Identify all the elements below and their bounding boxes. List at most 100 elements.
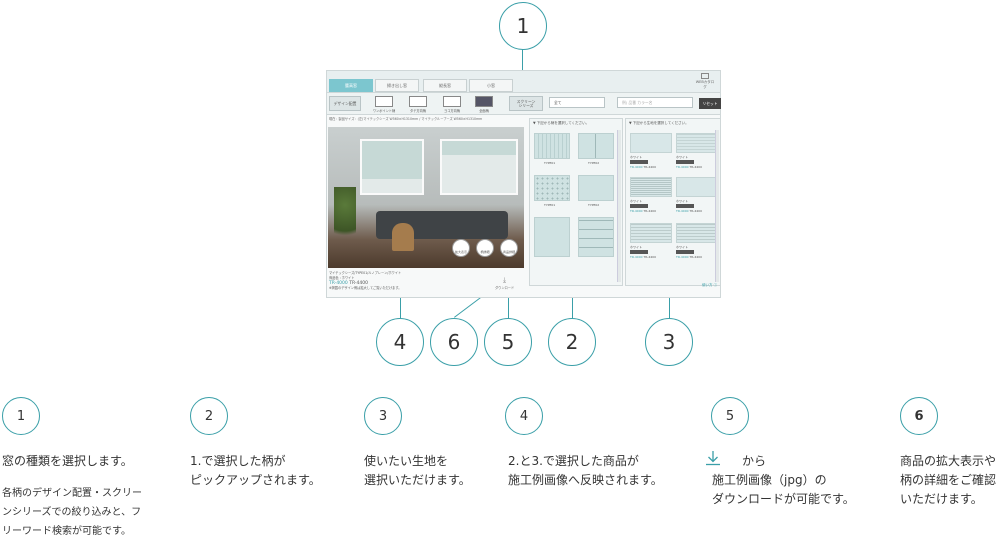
fabric-swatch[interactable] — [630, 223, 672, 243]
callout-4-line — [400, 286, 401, 318]
fabric-code: TR-4000 TR-4400 — [630, 209, 656, 213]
pattern-swatch[interactable] — [578, 217, 614, 257]
step-1-subtext: 各柄のデザイン配置・スクリー ンシリーズでの絞り込みと、フ リーワード検索が可能… — [2, 488, 142, 536]
callout-6: 6 — [430, 318, 478, 366]
pattern-label: TYPE02 — [588, 203, 600, 207]
vertical-pattern-icon[interactable] — [409, 96, 427, 107]
pattern-scrollbar[interactable] — [617, 130, 621, 282]
reset-button[interactable]: リセット — [699, 98, 721, 109]
one-point-pattern-label: ワンポイント柄 — [372, 109, 396, 113]
pattern-label: TYPE02 — [588, 161, 600, 165]
callout-1: 1 — [499, 2, 547, 50]
pattern-label: TYPE01 — [544, 203, 556, 207]
preview-caption: マイテックシーズ/TYPE01/ルノプレーン/ホワイト 商品色 : ホワイト T… — [329, 271, 519, 291]
fabric-code: TR-4000 TR-4400 — [630, 165, 656, 169]
pattern-detail-button[interactable]: 柄詳細 — [476, 239, 494, 257]
fabric-code: TR-4000 TR-4400 — [676, 255, 702, 259]
callout-3-line — [669, 286, 670, 318]
filter-toolbar: デザイン配置 ワンポイント柄 タテ方向柄 ヨコ方向柄 全面柄 スクリーン シリー… — [327, 93, 721, 115]
fabric-color-label: ホワイト — [630, 245, 643, 249]
step-3-text: 使いたい生地を 選択いただけます。 — [364, 454, 471, 487]
callout-1-line — [522, 47, 523, 71]
pattern-swatch[interactable] — [534, 133, 570, 159]
pattern-swatch[interactable] — [578, 133, 614, 159]
fabric-swatch[interactable] — [630, 177, 672, 197]
step-2-number: 2 — [190, 397, 228, 435]
caption-title: マイテックシーズ/TYPE01/ルノプレーン/ホワイト — [329, 271, 402, 275]
web-catalog-label: WEBカタログ — [695, 80, 715, 89]
step-5-text: から 施工例画像（jpg）の ダウンロードが可能です。 — [712, 454, 855, 506]
fabric-color-label: ホワイト — [630, 199, 643, 203]
product-detail-button[interactable]: 商品詳細 — [500, 239, 518, 257]
current-size-info: 現在：製品サイズ：(左)マイテックシーズ W560×H1310mm / マイテッ… — [329, 117, 483, 121]
fabric-tag — [630, 160, 648, 164]
pattern-panel-head: ▼ 下記から柄を選択してください。 — [533, 121, 590, 125]
fabric-panel: ▼ 下記から生地を選択してください。 ホワイト TR-4000 TR-4400 … — [625, 118, 721, 286]
fabric-color-label: ホワイト — [676, 199, 689, 203]
callout-5: 5 — [484, 318, 532, 366]
screen-series-button[interactable]: スクリーン シリーズ — [509, 96, 543, 111]
fabric-panel-head: ▼ 下記から生地を選択してください。 — [629, 121, 689, 125]
callout-2-line — [572, 286, 573, 318]
step-6-text: 商品の拡大表示や 柄の詳細をご確認 いただけます。 — [900, 454, 997, 506]
full-pattern-label: 全面柄 — [479, 109, 489, 113]
step-3-number: 3 — [364, 397, 402, 435]
design-layout-label: デザイン配置 — [329, 96, 361, 111]
step-4-text: 2.と3.で選択した商品が 施工例画像へ反映されます。 — [508, 454, 663, 487]
horizontal-pattern-label: ヨコ方向柄 — [444, 109, 460, 113]
fabric-tag — [676, 160, 694, 164]
fabric-swatch[interactable] — [676, 177, 718, 197]
web-catalog-link[interactable]: WEBカタログ — [694, 73, 716, 90]
window-right — [440, 139, 518, 195]
monitor-icon — [701, 73, 709, 79]
tab-hakidashimado[interactable]: 掃き出し窓 — [375, 79, 419, 92]
pattern-label: TYPE01 — [544, 161, 556, 165]
search-placeholder: 例) 品番 カラー名 — [622, 99, 653, 105]
horizontal-pattern-icon[interactable] — [443, 96, 461, 107]
help-link[interactable]: 使い方 ⓘ — [702, 283, 718, 287]
full-pattern-icon[interactable] — [475, 96, 493, 107]
side-table — [392, 223, 414, 251]
callout-4: 4 — [376, 318, 424, 366]
window-type-tabs: 腰高窓 掃き出し窓 縦長窓 小窓 WEBカタログ — [327, 71, 720, 93]
callout-5-line — [508, 294, 509, 318]
fabric-swatch[interactable] — [630, 133, 672, 153]
download-button[interactable]: ⤓ ダウンロード — [495, 276, 514, 290]
fabric-tag — [630, 250, 648, 254]
tab-koshidakamado[interactable]: 腰高窓 — [329, 79, 373, 92]
series-select[interactable]: 全て — [549, 97, 605, 108]
caption-note: ※掲載のデザイン例は拡大してご覧いただけます。 — [329, 286, 402, 290]
fabric-scrollbar[interactable] — [715, 130, 719, 282]
vertical-pattern-label: タテ方向柄 — [410, 109, 426, 113]
fabric-swatch[interactable] — [676, 133, 718, 153]
tab-tatenagamado[interactable]: 縦長窓 — [423, 79, 467, 92]
fabric-swatch[interactable] — [676, 223, 718, 243]
pattern-swatch[interactable] — [534, 217, 570, 257]
pattern-swatch[interactable] — [578, 175, 614, 201]
search-input[interactable]: 例) 品番 カラー名 — [617, 97, 693, 108]
step-4-number: 4 — [505, 397, 543, 435]
caption-color: 商品色 : ホワイト — [329, 276, 355, 280]
step-1-number: 1 — [2, 397, 40, 435]
fabric-code: TR-4000 TR-4400 — [630, 255, 656, 259]
plant — [334, 187, 356, 247]
fabric-color-label: ホワイト — [676, 245, 689, 249]
fabric-code: TR-4000 TR-4400 — [676, 165, 702, 169]
installation-preview-image: 拡大表示 柄詳細 商品詳細 — [328, 127, 524, 268]
simulator-screenshot: 腰高窓 掃き出し窓 縦長窓 小窓 WEBカタログ デザイン配置 ワンポイント柄 … — [326, 70, 721, 298]
download-icon — [706, 451, 720, 466]
download-small-icon: ⤓ — [503, 276, 507, 284]
fabric-code: TR-4000 TR-4400 — [676, 209, 702, 213]
callout-2: 2 — [548, 318, 596, 366]
caption-codes: TR-4000 TR-4400 — [329, 281, 368, 286]
one-point-pattern-icon[interactable] — [375, 96, 393, 107]
fabric-color-label: ホワイト — [630, 155, 643, 159]
pattern-swatch[interactable] — [534, 175, 570, 201]
fabric-color-label: ホワイト — [676, 155, 689, 159]
pattern-panel: ▼ 下記から柄を選択してください。 TYPE01 TYPE02 TYPE01 T… — [529, 118, 623, 286]
tab-komado[interactable]: 小窓 — [469, 79, 513, 92]
window-left — [360, 139, 424, 195]
series-select-value: 全て — [554, 99, 562, 105]
zoom-button[interactable]: 拡大表示 — [452, 239, 470, 257]
step-1-text: 窓の種類を選択します。 — [2, 454, 133, 468]
